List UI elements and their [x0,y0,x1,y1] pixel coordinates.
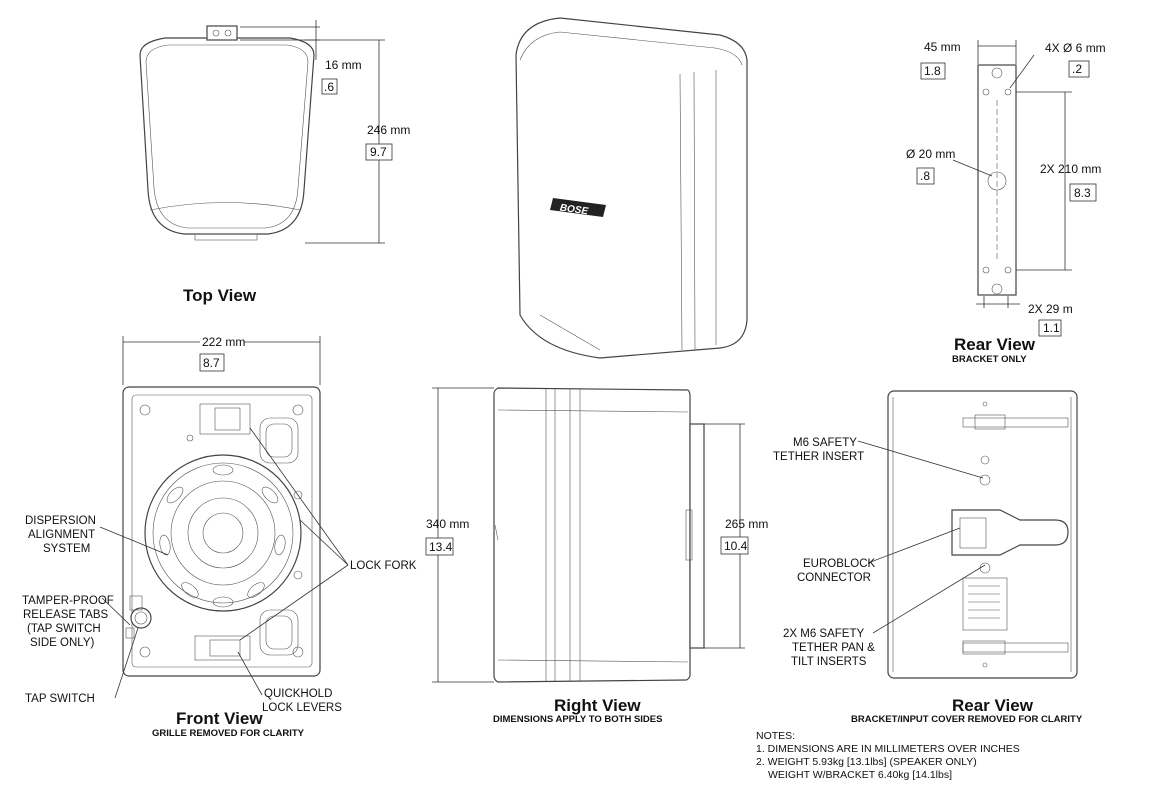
front-callout-leaders [99,427,349,699]
rear-view-drawing [887,390,1078,679]
notes-line-2: 2. WEIGHT 5.93kg [13.1lbs] (SPEAKER ONLY… [756,756,977,768]
front-view-subtitle: GRILLE REMOVED FOR CLARITY [152,728,305,739]
bracket-dim-holes-in: .2 [1072,62,1082,76]
bracket-dim-holes: 4X Ø 6 mm [1045,41,1106,55]
callout-tamper-3: (TAP SWITCH [27,623,101,635]
bose-logo: BOSE [550,198,606,217]
rear-bracket-title: Rear View [954,335,1036,354]
rear-bracket-subtitle: BRACKET ONLY [952,354,1027,365]
bracket-dim-lines [952,40,1072,308]
bracket-bottom-notch [991,283,1003,295]
rear-bracket-view: 45 mm 1.8 4X Ø 6 mm .2 Ø 20 mm .8 2X 210… [906,40,1106,365]
right-view-bracket [689,423,705,649]
bracket-body [977,64,1017,296]
front-view-title: Front View [176,709,263,728]
front-dim-width-in: 8.7 [203,356,220,370]
woofer-ring [144,454,302,612]
top-dim-depth-in-box [365,143,393,161]
callout-dispersion-2: ALIGNMENT [28,529,95,541]
front-dim-width-mm: 222 mm [202,335,245,349]
callout-tap-switch: TAP SWITCH [25,693,95,705]
rear-view-subtitle: BRACKET/INPUT COVER REMOVED FOR CLARITY [851,714,1083,725]
callout-pan-tilt-1: 2X M6 SAFETY [783,628,864,640]
bracket-dim-bottom: 2X 29 m [1028,302,1073,316]
top-view-dim-lines [240,20,385,244]
callout-quickhold-2: LOCK LEVERS [262,702,342,714]
callout-euroblock-2: CONNECTOR [797,572,871,584]
callout-dispersion-1: DISPERSION [25,515,96,527]
right-view: 340 mm 13.4 265 mm 10.4 Right View DIMEN… [425,387,768,725]
right-dim-height-in: 13.4 [429,540,453,554]
top-view-title: Top View [183,286,257,305]
callout-tamper-1: TAMPER-PROOF [22,595,114,607]
callout-tamper-2: RELEASE TABS [23,609,109,621]
bracket-dim-width-in: 1.8 [924,64,941,78]
right-dim-bracket-in: 10.4 [724,539,748,553]
callout-tamper-4: SIDE ONLY) [30,637,94,649]
callout-m6-tether-1: M6 SAFETY [793,437,857,449]
bose-logo-text: BOSE [559,203,589,218]
tap-switch-dial [130,607,152,629]
callout-quickhold-1: QUICKHOLD [264,688,332,700]
callout-euroblock-1: EUROBLOCK [803,558,876,570]
notes-line-3: WEIGHT W/BRACKET 6.40kg [14.1lbs] [768,769,952,781]
right-dim-height-mm: 340 mm [426,517,469,531]
top-dim-depth-in: 9.7 [370,145,387,159]
top-dim-offset-mm: 16 mm [325,58,362,72]
notes-line-1: 1. DIMENSIONS ARE IN MILLIMETERS OVER IN… [756,743,1020,755]
callout-lock-fork: LOCK FORK [350,560,417,572]
top-dim-offset-in-box [321,78,338,95]
bracket-dim-center-hole: Ø 20 mm [906,147,955,161]
top-dim-depth-mm: 246 mm [367,123,410,137]
right-view-title: Right View [554,696,641,715]
top-dim-offset-in: .6 [324,80,334,94]
notes-heading: NOTES: [756,730,795,742]
isometric-speaker: BOSE [515,17,748,359]
right-view-subtitle: DIMENSIONS APPLY TO BOTH SIDES [493,714,662,725]
bracket-dim-center-hole-in: .8 [920,169,930,183]
callout-dispersion-3: SYSTEM [43,543,90,555]
top-view-speaker-outline [139,25,315,241]
right-view-drawing [493,387,705,683]
rear-callout-leaders [857,440,986,634]
front-view-drawing [122,386,321,677]
rear-view-title: Rear View [952,696,1034,715]
bracket-dim-width-mm: 45 mm [924,40,961,54]
bracket-dim-bottom-in: 1.1 [1043,321,1060,335]
rear-view: M6 SAFETY TETHER INSERT EUROBLOCK CONNEC… [773,390,1083,725]
callout-pan-tilt-2: TETHER PAN & [792,642,875,654]
front-view: 222 mm 8.7 DISPERSION ALIGNMENT SYSTEM T… [22,335,417,739]
front-view-dim-lines [122,336,321,385]
top-view: 16 mm .6 246 mm 9.7 Top View [139,20,410,305]
callout-m6-tether-2: TETHER INSERT [773,451,864,463]
bracket-dim-spacing: 2X 210 mm [1040,162,1101,176]
right-dim-bracket-mm: 265 mm [725,517,768,531]
bracket-top-notch [991,67,1003,79]
euroblock-connector [951,509,1069,556]
bracket-dim-spacing-in: 8.3 [1074,186,1091,200]
notes: NOTES: 1. DIMENSIONS ARE IN MILLIMETERS … [756,730,1020,781]
callout-pan-tilt-3: TILT INSERTS [791,656,867,668]
right-view-dim-lines [432,387,745,683]
